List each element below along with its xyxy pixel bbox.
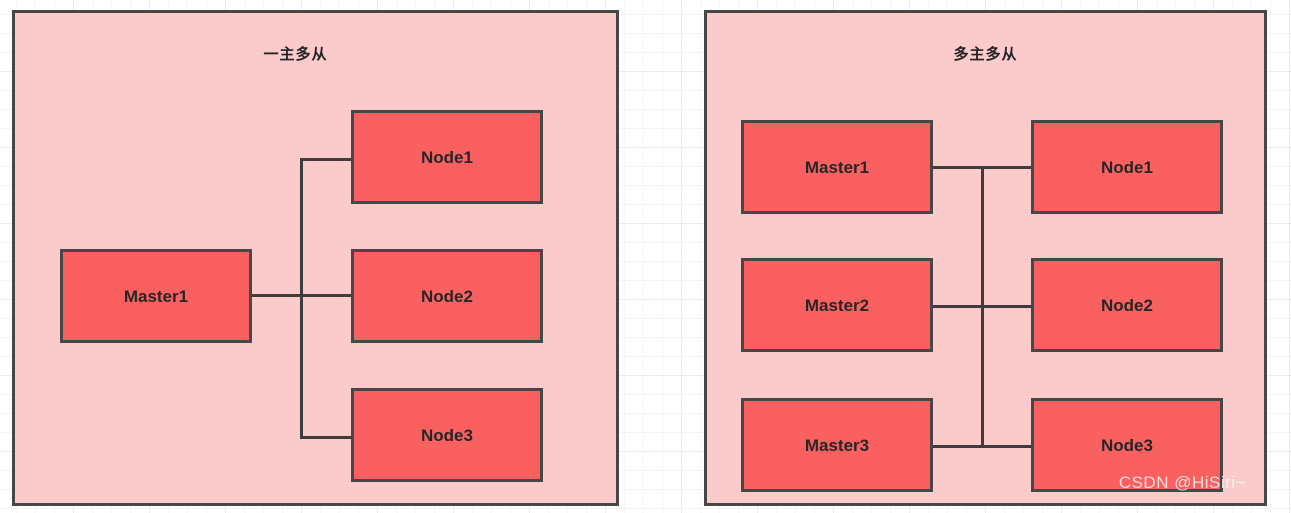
box-node2[interactable]: Node2 [1031,258,1223,352]
edge-master2-bus-node2 [933,305,1033,308]
box-label-master1: Master1 [804,157,870,177]
box-node2[interactable]: Node2 [351,249,543,343]
box-node3[interactable]: Node3 [351,388,543,482]
box-label-master1: Master1 [123,286,189,306]
box-node1[interactable]: Node1 [1031,120,1223,214]
box-node3[interactable]: Node3 [1031,398,1223,492]
box-label-master2: Master2 [804,295,870,315]
edge-trunk-to-node1 [300,158,353,161]
edge-master1-to-trunk [252,294,353,297]
box-label-node3: Node3 [421,425,473,445]
edge-trunk-to-node3 [300,436,353,439]
box-label-master3: Master3 [804,435,870,455]
box-master2[interactable]: Master2 [741,258,933,352]
panel-one-master-many-nodes: 一主多从 Master1 Node1 Node2 Node3 [12,10,619,506]
panel-title-many-masters-many-nodes: 多主多从 [953,46,1018,63]
box-label-node2: Node2 [421,286,473,306]
box-label-node1: Node1 [421,147,473,167]
box-label-node1: Node1 [1101,157,1153,177]
box-master1[interactable]: Master1 [60,249,252,343]
edge-trunk-vertical [300,158,303,439]
box-label-node2: Node2 [1101,295,1153,315]
panel-many-masters-many-nodes: 多主多从 Master1 Master2 Master3 Node1 Node2… [704,10,1267,506]
box-node1[interactable]: Node1 [351,110,543,204]
box-master3[interactable]: Master3 [741,398,933,492]
box-label-node3: Node3 [1101,435,1153,455]
edge-master3-bus-node3 [933,445,1033,448]
edge-master1-bus-node1 [933,166,1033,169]
watermark: CSDN @HiSiri~ [1118,473,1246,492]
panel-title-one-master-many-nodes: 一主多从 [263,46,328,63]
box-master1[interactable]: Master1 [741,120,933,214]
